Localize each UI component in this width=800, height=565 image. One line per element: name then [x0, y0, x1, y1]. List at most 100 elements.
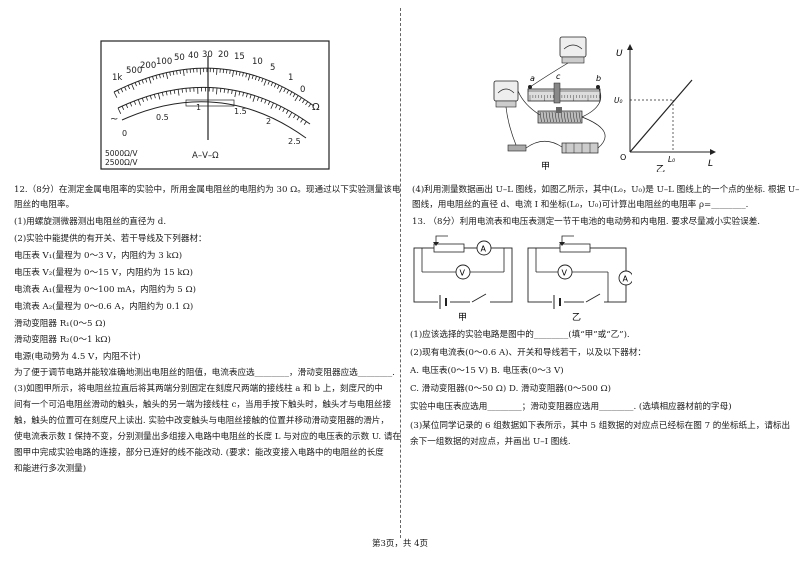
meter-tick	[134, 82, 137, 87]
meter-tick	[232, 70, 234, 77]
ohm-tick-1: 1	[288, 73, 293, 83]
meter-tick	[125, 104, 129, 109]
meter-tick	[229, 69, 231, 74]
meter-tick	[275, 104, 278, 109]
meter-tick	[302, 99, 305, 104]
meter-tick	[270, 82, 274, 87]
q13-line-3: A. 电压表(0～15 V) B. 电压表(0～3 V)	[410, 366, 564, 376]
q12-line-11: 电源(电动势为 4.5 V，内阻不计)	[14, 352, 141, 362]
meter-tick	[121, 105, 125, 110]
meter-tick	[131, 83, 135, 90]
ammeter-yi-label: A	[623, 275, 629, 284]
meter-tick	[308, 103, 312, 108]
ohm-per-volt-2: 2500Ω/V	[105, 158, 138, 167]
q13-line-1: (1)应该选择的实验电路是图中的________(填“甲”或“乙”).	[410, 330, 630, 340]
meter-tick	[278, 106, 282, 111]
meter-tick	[149, 95, 152, 100]
q12-line-17: 图甲中完成实验电路的连接，部分已连好的线不能改动. (要求：能改变接入电路中的电…	[14, 448, 384, 458]
meter-tick	[227, 89, 229, 94]
meter-tick	[162, 73, 165, 78]
dc-tick-2-5: 2.5	[288, 137, 301, 146]
meter-tick	[129, 102, 133, 107]
coil-turn	[575, 111, 578, 123]
ac-symbol: ~	[110, 114, 118, 125]
point-b: b	[596, 74, 601, 83]
apparatus-figure: a c b 甲	[493, 36, 606, 170]
meter-tick	[286, 89, 290, 94]
coil-turn	[557, 111, 560, 123]
meter-center-label: A–V–Ω	[192, 151, 219, 161]
page-footer: 第3页，共 4页	[371, 539, 429, 549]
meter-tick	[256, 96, 260, 101]
q13-title: 13. （8分）利用电流表和电压表测定一节干电池的电动势和内电阻. 要求尽量减小…	[412, 217, 761, 227]
meter-tick	[133, 100, 137, 105]
meter-tick	[238, 91, 241, 96]
circuit-yi: V A 乙	[527, 235, 632, 322]
meter-tick	[242, 72, 244, 77]
meter-tick	[169, 71, 171, 76]
meter-tick	[165, 72, 169, 79]
label-origin: O	[620, 153, 626, 162]
q12-line-6: 电压表 V₂(量程为 0～15 V，内阻约为 15 kΩ)	[14, 268, 194, 278]
q12-line-10: 滑动变阻器 R₂(0～1 kΩ)	[14, 335, 111, 345]
meter-tick	[182, 69, 185, 76]
column-divider	[400, 8, 401, 538]
ohm-tick-30: 30	[202, 50, 213, 60]
voltmeter-jia-label: V	[460, 269, 466, 278]
ohm-tick-50: 50	[174, 53, 185, 63]
meter-tick	[172, 71, 175, 76]
q13-line-7: 余下一组数据的对应点，并画出 U–I 图线.	[410, 437, 571, 447]
ohm-tick-500: 500	[126, 66, 142, 76]
dc-tick-1: 1	[196, 103, 201, 112]
ohm-tick-15: 15	[234, 52, 245, 62]
q13-line-6: (3)某位同学记录的 6 组数据如下表所示，其中 5 组数据的对应点已经标在图 …	[410, 421, 791, 431]
coil-turn	[551, 111, 554, 123]
meter-tick	[294, 95, 299, 102]
meter-tick	[124, 86, 127, 91]
dc-tick-1-5: 1.5	[234, 107, 247, 116]
q12-line-15: 触，触头的位置可在刻度尺上读出. 实验中改变触头与电阻丝接触的位置并移动滑动变阻…	[14, 416, 389, 426]
coil-turn	[539, 111, 542, 123]
q12-line-3: (1)用螺旋测微器测出电阻丝的直径为 d.	[14, 217, 167, 227]
q12-4-line-2: 图线，用电阻丝的直径 d、电流 I 和坐标(L₀，U₀)可计算出电阻丝的电阻率 …	[412, 200, 749, 210]
ohm-tick-1k: 1k	[112, 73, 122, 83]
meter-tick	[157, 93, 161, 100]
q12-line-13: (3)如图甲所示，将电阻丝拉直后将其两端分别固定在刻度尺两端的接线柱 a 和 b…	[14, 384, 383, 394]
coil-turn	[542, 111, 545, 123]
coil-turn	[569, 111, 572, 123]
coil-turn	[545, 111, 548, 123]
ohm-tick-20: 20	[218, 50, 229, 60]
multimeter-dial: 1k 500 200 100 50 40 30 20 15 10 5 1 0 Ω…	[100, 40, 330, 170]
ohm-per-volt-1: 5000Ω/V	[105, 149, 138, 158]
meter-tick	[279, 86, 283, 93]
meter-tick	[117, 107, 122, 114]
dc-tick-2: 2	[266, 117, 271, 126]
meter-tick	[145, 78, 148, 83]
meter-tick	[235, 71, 238, 76]
meter-tick	[285, 110, 289, 114]
q12-line-2: 阻丝的电阻率。	[14, 200, 75, 210]
meter-tick	[155, 75, 158, 80]
q13-line-2: (2)现有电流表(0～0.6 A)、开关和导线若干，以及以下器材：	[410, 348, 647, 358]
meter-tick	[161, 92, 164, 97]
q12-line-14: 间有一个可沿电阻丝滑动的触头，触头的另一端为接线柱 c，当用手按下触头时，触头才…	[14, 400, 392, 410]
meter-tick	[289, 91, 293, 96]
meter-tick	[238, 71, 241, 76]
meter-tick	[137, 99, 141, 106]
voltmeter-yi-label: V	[562, 269, 568, 278]
label-u0: U₀	[614, 96, 623, 105]
meter-tick	[158, 74, 161, 79]
label-l0: L₀	[668, 155, 675, 164]
meter-tick	[223, 88, 226, 93]
coil-turn	[560, 111, 563, 123]
meter-tick	[216, 87, 218, 95]
meter-tick	[177, 89, 180, 96]
meter-tick	[251, 75, 254, 80]
meter-tick	[267, 101, 271, 106]
circuit-yi-caption: 乙	[572, 312, 581, 322]
meter-tick	[254, 76, 257, 81]
ul-graph: U L U₀ L₀ O 乙	[614, 44, 716, 172]
meter-tick	[117, 90, 120, 95]
ohm-tick-40: 40	[188, 51, 199, 61]
ohm-tick-5: 5	[270, 63, 275, 73]
